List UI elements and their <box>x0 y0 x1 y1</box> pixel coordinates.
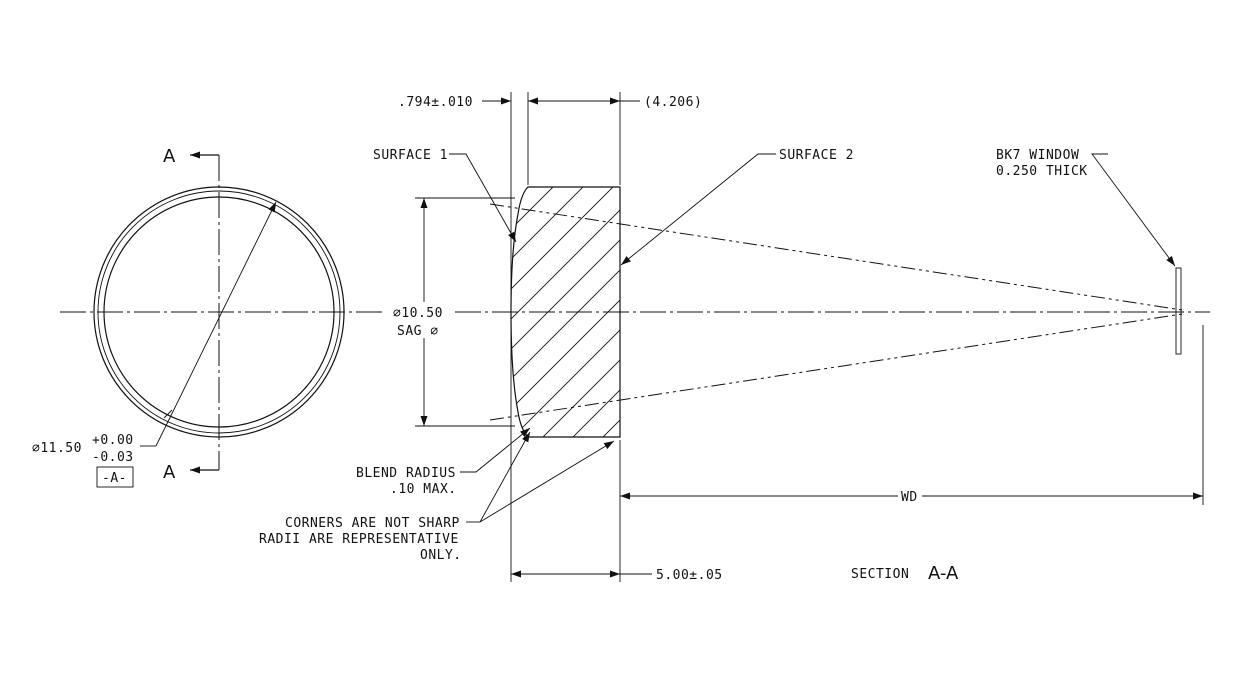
surface2-label: SURFACE 2 <box>779 148 854 163</box>
sag-diameter-sub: SAG ∅ <box>397 324 439 339</box>
datum-frame <box>96 466 134 488</box>
blend-radius-value: .10 MAX. <box>390 482 457 497</box>
section-mark-bottom: A <box>163 462 176 483</box>
corners-leader-b <box>479 440 615 523</box>
corners-note-line1: CORNERS ARE NOT SHARP <box>285 516 460 531</box>
corners-leader-a <box>479 431 531 523</box>
ray-upper <box>489 203 1183 311</box>
clear-aperture-circle <box>103 196 335 428</box>
wd-label: WD <box>901 490 918 505</box>
overall-length-label: 5.00±.05 <box>656 568 723 583</box>
surface1-leader <box>449 153 517 243</box>
front-view: A A ∅11.50 +0.00 -0.03 -A- <box>32 146 385 488</box>
section-view: .794±.010 (4.206) ∅10.50 SAG ∅ SURFACE 1… <box>259 92 1210 584</box>
section-title-word: SECTION <box>851 567 909 582</box>
outer-diameter-circle <box>93 186 345 438</box>
diameter-arrow-tick <box>163 409 173 419</box>
surface1-label: SURFACE 1 <box>373 148 448 163</box>
corners-note-line2: RADII ARE REPRESENTATIVE <box>259 532 459 547</box>
bk7-window <box>1175 267 1182 355</box>
diameter-leader <box>155 201 277 447</box>
sag-diameter-label: ∅10.50 <box>393 306 443 321</box>
chamfer-circle <box>97 190 341 434</box>
datum-label: -A- <box>102 471 127 486</box>
center-thickness-label: .794±.010 <box>398 95 473 110</box>
section-title-letters: A-A <box>928 563 959 584</box>
ray-lower <box>489 313 1183 421</box>
surface2-leader <box>620 153 776 266</box>
window-leader <box>1091 153 1176 267</box>
outer-diameter-label: ∅11.50 <box>32 441 82 456</box>
blend-radius-leader <box>460 427 531 473</box>
outer-tolerance-minus: -0.03 <box>92 450 134 465</box>
section-mark-top: A <box>163 146 176 167</box>
blend-radius-label: BLEND RADIUS <box>356 466 456 481</box>
ref-dim-label: (4.206) <box>644 95 702 110</box>
corners-note-line3: ONLY. <box>420 548 462 563</box>
window-label: BK7 WINDOW <box>996 148 1079 163</box>
section-hatching <box>511 187 620 437</box>
window-thickness: 0.250 THICK <box>996 164 1088 179</box>
outer-tolerance-plus: +0.00 <box>92 433 134 448</box>
